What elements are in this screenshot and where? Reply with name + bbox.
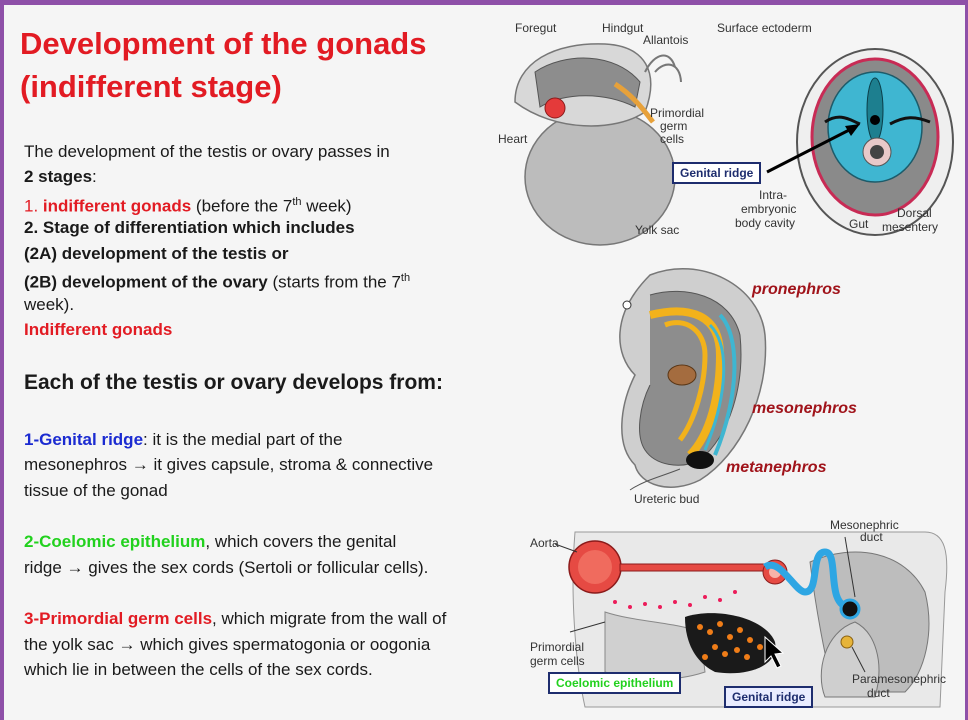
label-gut: Gut (849, 217, 869, 231)
label-foregut: Foregut (515, 21, 557, 35)
item-primordial: 3-Primordial germ cells, which migrate f… (24, 609, 447, 628)
genital-ridge-figure: Aorta Mesonephric duct Primordial germ c… (530, 518, 948, 708)
label-hindgut: Hindgut (602, 21, 644, 35)
label-surface-ectoderm: Surface ectoderm (717, 21, 812, 35)
label-primordial-3: cells (660, 132, 684, 146)
item-coelomic: 2-Coelomic epithelium, which covers the … (24, 532, 397, 551)
develops-heading: Each of the testis or ovary develops fro… (24, 371, 443, 394)
intro-line1: The development of the testis or ovary p… (24, 142, 390, 161)
intro-stage2a: (2A) development of the testis or (24, 244, 289, 263)
label-paramesonephric-duct: Paramesonephric (852, 672, 946, 686)
intro-stage2b-end: week). (24, 295, 75, 314)
nephros-figure: Ureteric bud (619, 267, 767, 505)
slide-frame-right (965, 0, 968, 720)
intro-stage2b: (2B) development of the ovary (starts fr… (24, 272, 411, 292)
label-metanephros: metanephros (726, 459, 827, 476)
intro-stage1: 1. indifferent gonads (before the 7th we… (24, 196, 352, 216)
label-aorta: Aorta (530, 536, 559, 550)
label-intra-3: body cavity (735, 216, 795, 230)
item-primordial-l3: which lie in between the cells of the se… (24, 660, 373, 679)
item-coelomic-l2: ridge → gives the sex cords (Sertoli or … (24, 558, 429, 577)
label-coelomic-epithelium: Coelomic epithelium (548, 672, 682, 694)
slide-frame-left (0, 0, 4, 720)
label-genital-ridge-bottom: Genital ridge (724, 686, 814, 708)
label-primordial-germ-cells: Primordial (530, 640, 584, 654)
label-paramesonephric-duct-2: duct (867, 686, 890, 700)
label-dorsal: Dorsal (897, 206, 932, 220)
item-primordial-l2: the yolk sac → which gives spermatogonia… (24, 635, 431, 654)
slide-title: Development of the gonads (indifferent s… (20, 26, 427, 104)
label-allantois: Allantois (643, 33, 688, 47)
label-heart: Heart (498, 132, 528, 146)
embryo-figure: Foregut Hindgut Allantois Primordial ger… (498, 21, 954, 246)
label-mesonephros: mesonephros (752, 400, 857, 417)
item-genital-ridge-l3: tissue of the gonad (24, 481, 168, 500)
label-genital-ridge-top: Genital ridge (672, 162, 762, 184)
intro-stage2: 2. Stage of differentiation which includ… (24, 218, 355, 237)
slide-frame-top (0, 0, 968, 5)
label-primordial-germ-cells-2: germ cells (530, 654, 585, 668)
label-intra: Intra- (759, 188, 787, 202)
label-primordial-2: germ (660, 119, 687, 133)
indifferent-gonads-heading: Indifferent gonads (24, 320, 173, 339)
label-ureteric-bud: Ureteric bud (634, 492, 699, 505)
item-genital-ridge: 1-Genital ridge: it is the medial part o… (24, 430, 343, 449)
intro-stages: 2 stages: (24, 167, 97, 186)
label-mesonephric-duct: Mesonephric (830, 518, 899, 532)
label-intra-2: embryonic (741, 202, 796, 216)
label-dorsal-2: mesentery (882, 220, 938, 234)
label-primordial: Primordial (650, 106, 704, 120)
label-mesonephric-duct-2: duct (860, 530, 883, 544)
item-genital-ridge-l2: mesonephros → it gives capsule, stroma &… (24, 455, 434, 474)
label-pronephros: pronephros (752, 281, 841, 298)
label-yolk-sac: Yolk sac (635, 223, 679, 237)
